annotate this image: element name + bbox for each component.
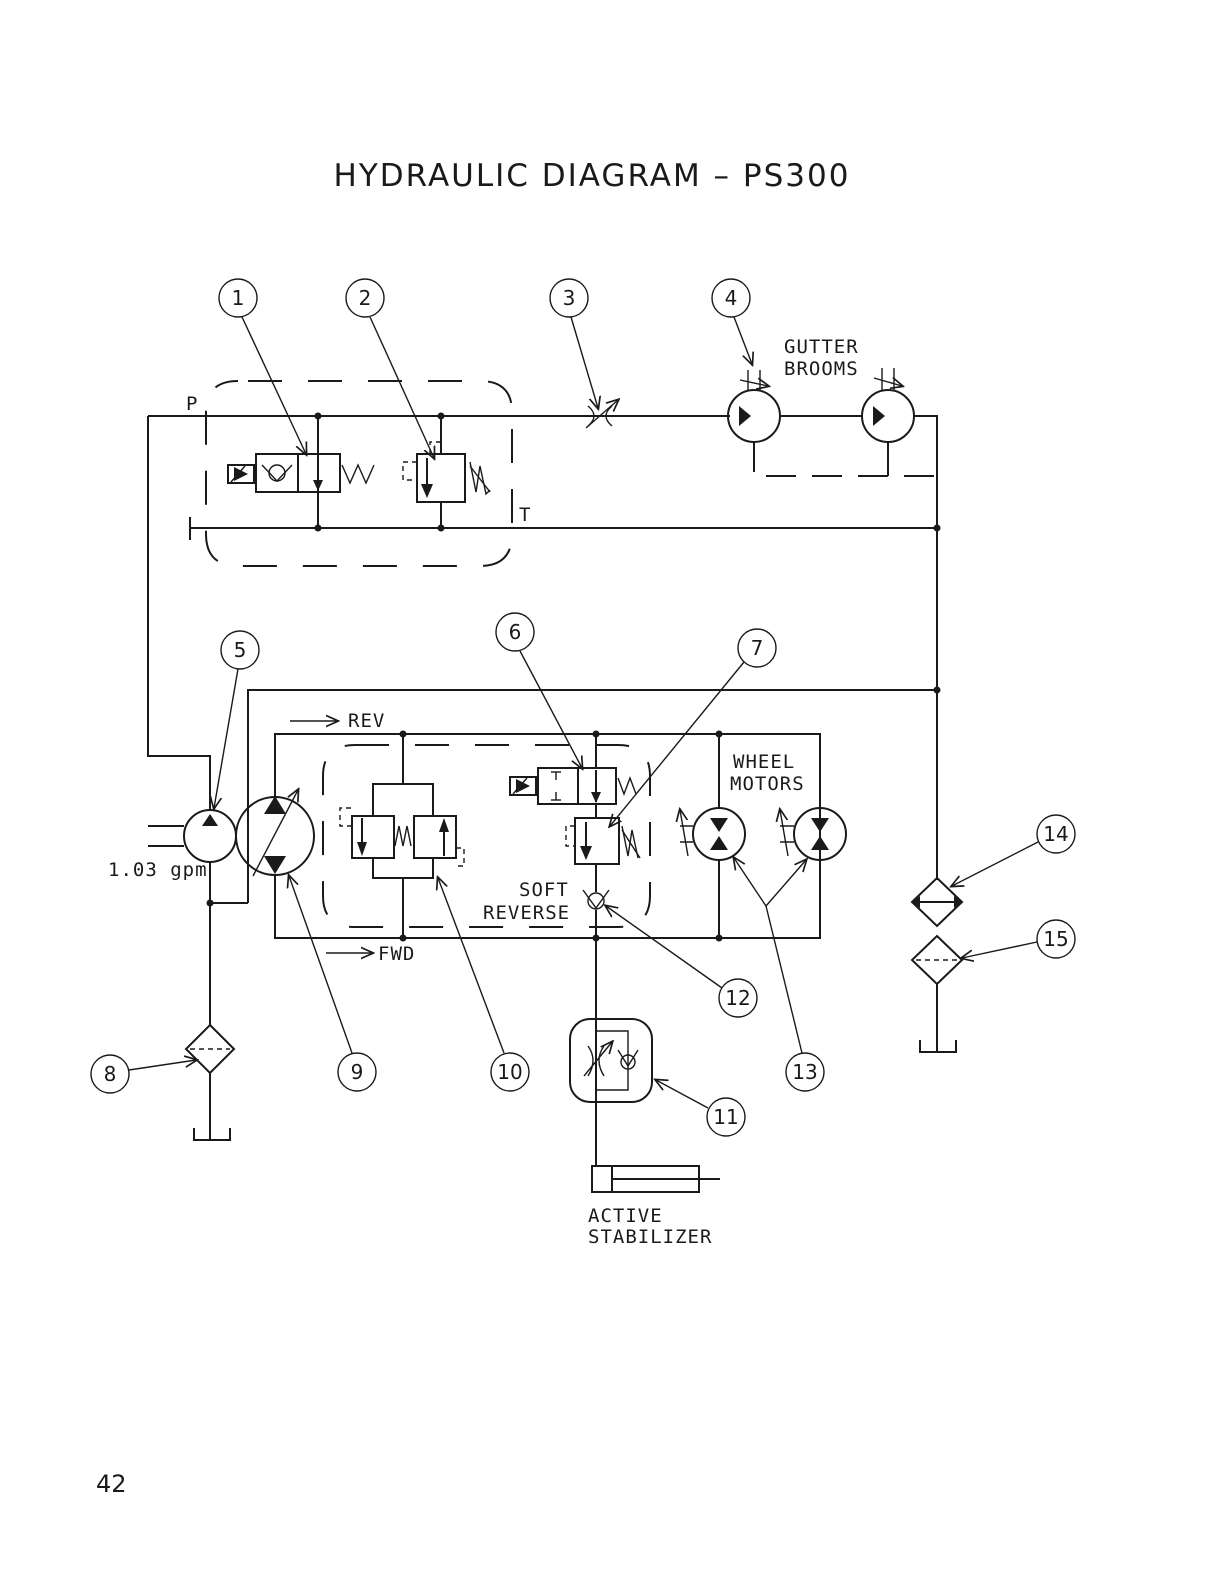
crossover-relief-10 [340, 734, 464, 938]
t-port-label: T [519, 504, 531, 526]
callout-4: 4 [712, 279, 752, 364]
wheel-label: WHEEL [733, 751, 795, 773]
brooms-label: BROOMS [784, 358, 859, 380]
p-port-label: P [186, 393, 198, 415]
callout-9: 9 [289, 876, 376, 1091]
svg-text:10: 10 [497, 1060, 522, 1084]
reverse-label: REVERSE [483, 902, 570, 924]
solenoid-valve-6 [510, 734, 636, 818]
callouts: 1 2 3 4 5 6 7 8 9 10 11 12 13 14 15 [91, 279, 1075, 1136]
svg-text:13: 13 [792, 1060, 817, 1084]
svg-text:15: 15 [1043, 927, 1068, 951]
charge-pump-5 [148, 810, 236, 862]
callout-11: 11 [656, 1080, 745, 1136]
svg-text:12: 12 [725, 986, 750, 1010]
page-number: 42 [96, 1470, 127, 1498]
flow-rate-label: 1.03 gpm [108, 859, 208, 881]
soft-label: SOFT [519, 879, 569, 901]
gutter-label: GUTTER [784, 336, 859, 358]
gutter-broom-motor-right [862, 368, 914, 442]
solenoid-valve-1 [228, 454, 374, 492]
svg-text:5: 5 [234, 638, 247, 662]
relief-valve-7 [566, 818, 640, 892]
svg-text:8: 8 [104, 1062, 117, 1086]
flow-control-3 [586, 400, 618, 428]
relief-valve-2 [403, 442, 490, 502]
flow-control-11 [570, 1019, 652, 1102]
diagram-title: HYDRAULIC DIAGRAM – PS300 [334, 158, 851, 194]
callout-13: 13 [734, 858, 824, 1091]
active-label: ACTIVE [588, 1205, 663, 1227]
callout-5: 5 [214, 631, 259, 808]
callout-8: 8 [91, 1055, 196, 1093]
callout-12: 12 [606, 906, 757, 1017]
fwd-label: FWD [378, 943, 415, 965]
svg-text:2: 2 [359, 286, 372, 310]
motors-label: MOTORS [730, 773, 805, 795]
svg-text:4: 4 [725, 286, 738, 310]
callout-7: 7 [610, 629, 776, 826]
suction-filter-8 [186, 903, 234, 1140]
callout-14: 14 [952, 815, 1075, 886]
callout-1: 1 [219, 279, 306, 454]
return-filter-15 [912, 936, 962, 1052]
stabilizer-cylinder: ACTIVE STABILIZER [588, 1166, 720, 1248]
svg-text:1: 1 [232, 286, 245, 310]
svg-text:11: 11 [713, 1105, 738, 1129]
wheel-motor-left [680, 808, 745, 860]
svg-text:7: 7 [751, 636, 764, 660]
svg-text:3: 3 [563, 286, 576, 310]
rev-label: REV [348, 710, 385, 732]
stabilizer-label: STABILIZER [588, 1226, 712, 1248]
svg-text:9: 9 [351, 1060, 364, 1084]
callout-15: 15 [962, 920, 1075, 958]
svg-text:6: 6 [509, 620, 522, 644]
svg-text:14: 14 [1043, 822, 1068, 846]
gutter-broom-motor-left [728, 370, 780, 442]
check-valve-12: SOFT REVERSE [483, 879, 609, 1166]
callout-2: 2 [346, 279, 434, 458]
callout-3: 3 [550, 279, 598, 408]
wheel-motor-right [780, 808, 846, 860]
